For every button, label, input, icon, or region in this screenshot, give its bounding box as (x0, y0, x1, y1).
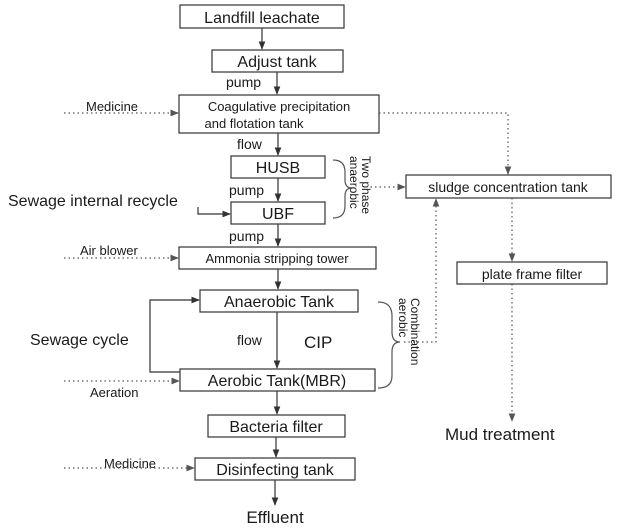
ammonia-tower-label: Ammonia stripping tower (205, 251, 349, 266)
landfill-leachate-label: Landfill leachate (204, 10, 320, 27)
sludge-concentration-tank-label: sludge concentration tank (428, 179, 589, 195)
two-phase-label-line2: anaerobic (347, 156, 361, 209)
medicine-label-2: Medicine (104, 456, 156, 471)
aerobic-tank-box: Aerobic Tank(MBR) (179, 368, 376, 392)
husb-box: HUSB (230, 155, 326, 179)
effluent-label: Effluent (246, 508, 304, 527)
anaerobic-tank-box: Anaerobic Tank (199, 289, 359, 313)
pump-label-3: pump (229, 228, 264, 244)
flow-label-2: flow (237, 332, 263, 348)
adjust-tank-box: Adjust tank (211, 49, 344, 73)
ubf-label: UBF (262, 206, 294, 223)
two-phase-brace (332, 159, 353, 219)
coag-to-sludge-route (379, 112, 512, 175)
disinfecting-tank-label: Disinfecting tank (216, 462, 334, 479)
husb-label: HUSB (256, 160, 300, 177)
sewage-cycle-label: Sewage cycle (30, 332, 129, 349)
disinfecting-tank-box: Disinfecting tank (194, 457, 356, 481)
bacteria-filter-label: Bacteria filter (229, 419, 323, 436)
pump-label-2: pump (229, 182, 264, 198)
coagulative-tank-label-line1: Coagulative precipitation (208, 99, 350, 114)
landfill-leachate-box: Landfill leachate (179, 4, 345, 29)
flow-label-1: flow (237, 136, 263, 152)
sewage-internal-recycle-arrow (197, 207, 231, 218)
two-phase-label-line1: Two phase (359, 156, 373, 214)
pump-label-1: pump (226, 74, 261, 90)
mud-treatment-label: Mud treatment (445, 425, 555, 444)
combination-brace (377, 301, 401, 389)
coagulative-tank-box: Coagulative precipitation and flotation … (178, 94, 380, 134)
sludge-concentration-tank-box: sludge concentration tank (405, 174, 612, 199)
anaerobic-tank-label: Anaerobic Tank (224, 294, 335, 311)
combination-to-sludge-route (404, 198, 440, 343)
aerobic-tank-label: Aerobic Tank(MBR) (208, 373, 346, 390)
ammonia-tower-box: Ammonia stripping tower (178, 246, 377, 270)
adjust-tank-label: Adjust tank (237, 54, 317, 71)
combination-label-line2: aerobic (396, 298, 410, 337)
cip-label: CIP (304, 333, 332, 352)
sewage-cycle-loop (149, 296, 200, 373)
plate-frame-filter-label: plate frame filter (482, 266, 583, 282)
sewage-internal-recycle-label: Sewage internal recycle (8, 193, 178, 210)
air-blower-label: Air blower (80, 243, 138, 258)
plate-frame-filter-box: plate frame filter (456, 261, 608, 285)
medicine-label-1: Medicine (86, 99, 138, 114)
combination-label-line1: Combination (408, 298, 422, 365)
ubf-box: UBF (230, 201, 326, 225)
coagulative-tank-label-line2: and flotation tank (204, 116, 304, 131)
bacteria-filter-box: Bacteria filter (207, 414, 346, 438)
aeration-label: Aeration (90, 385, 138, 400)
